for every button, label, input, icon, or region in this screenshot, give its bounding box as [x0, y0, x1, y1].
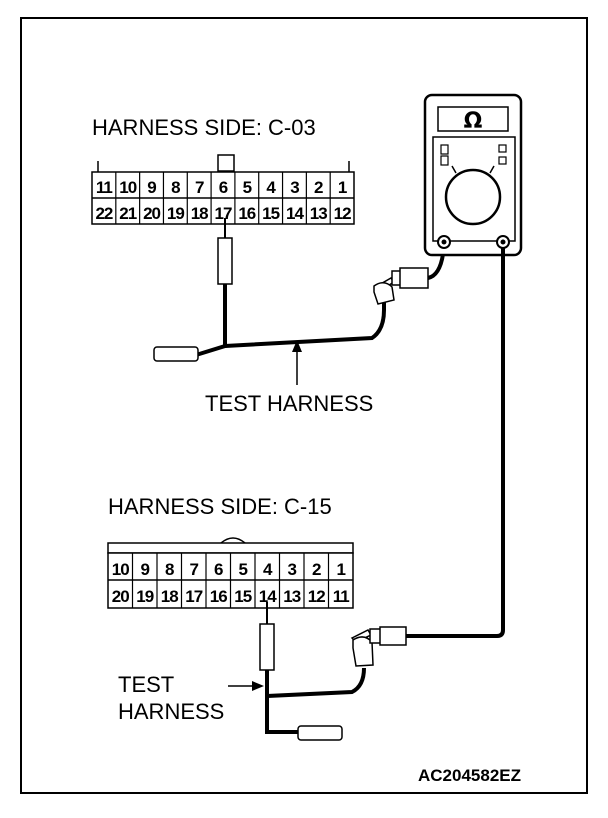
- c03-pin-22: 22: [95, 204, 112, 223]
- connector-bottom-label: HARNESS SIDE: C-15: [108, 494, 332, 519]
- c03-pin-17: 17: [215, 204, 232, 223]
- c15-pin-10: 10: [112, 560, 129, 579]
- c15-pin-16: 16: [210, 587, 227, 606]
- alligator-clip-bottom: [350, 626, 407, 667]
- c03-pin-18: 18: [191, 204, 208, 223]
- c03-pin-1: 1: [338, 178, 347, 197]
- c15-pin-19: 19: [136, 587, 153, 606]
- test-probe-top: [153, 218, 386, 362]
- c03-pin-3: 3: [290, 178, 299, 197]
- c15-pin-5: 5: [239, 560, 248, 579]
- c15-pin-4: 4: [263, 560, 273, 579]
- c03-pin-19: 19: [167, 204, 184, 223]
- c03-pin-21: 21: [119, 204, 136, 223]
- c03-pin-5: 5: [243, 178, 252, 197]
- c03-pin-9: 9: [147, 178, 156, 197]
- c15-pin-20: 20: [112, 587, 129, 606]
- ohm-symbol: Ω: [464, 109, 483, 134]
- test-probe-bottom: [259, 602, 366, 741]
- c15-pin-9: 9: [141, 560, 150, 579]
- c03-pin-15: 15: [262, 204, 279, 223]
- c15-pin-17: 17: [185, 587, 202, 606]
- alligator-clip-top: [373, 244, 446, 305]
- c03-pin-8: 8: [171, 178, 180, 197]
- c15-pin-3: 3: [288, 560, 297, 579]
- c15-pin-13: 13: [283, 587, 300, 606]
- c03-pin-4: 4: [266, 178, 276, 197]
- test-harness-bottom-label-line2: HARNESS: [118, 699, 224, 724]
- c03-pin-14: 14: [286, 204, 304, 223]
- c03-pin-2: 2: [314, 178, 323, 197]
- c15-pin-12: 12: [308, 587, 325, 606]
- multimeter: Ω: [423, 93, 523, 257]
- c03-pin-20: 20: [143, 204, 160, 223]
- c15-pin-6: 6: [214, 560, 223, 579]
- c03-pin-13: 13: [310, 204, 327, 223]
- c15-pin-7: 7: [190, 560, 199, 579]
- c03-pin-6: 6: [219, 178, 228, 197]
- c03-pin-10: 10: [119, 178, 136, 197]
- c15-pin-8: 8: [165, 560, 174, 579]
- c03-pin-12: 12: [334, 204, 351, 223]
- c15-pin-15: 15: [234, 587, 251, 606]
- c03-pin-16: 16: [238, 204, 255, 223]
- c15-pin-14: 14: [259, 587, 277, 606]
- test-harness-bottom-label-line1: TEST: [118, 672, 174, 697]
- c03-pin-11: 11: [96, 178, 113, 197]
- c15-pin-2: 2: [312, 560, 321, 579]
- c15-pin-1: 1: [337, 560, 346, 579]
- c15-pin-11: 11: [333, 587, 350, 606]
- connector-top-label: HARNESS SIDE: C-03: [92, 115, 316, 140]
- test-harness-top-label: TEST HARNESS: [205, 391, 373, 416]
- c15-pin-18: 18: [161, 587, 178, 606]
- figure-frame: [20, 17, 588, 794]
- c03-pin-7: 7: [195, 178, 204, 197]
- figure-code: AC204582EZ: [418, 766, 521, 785]
